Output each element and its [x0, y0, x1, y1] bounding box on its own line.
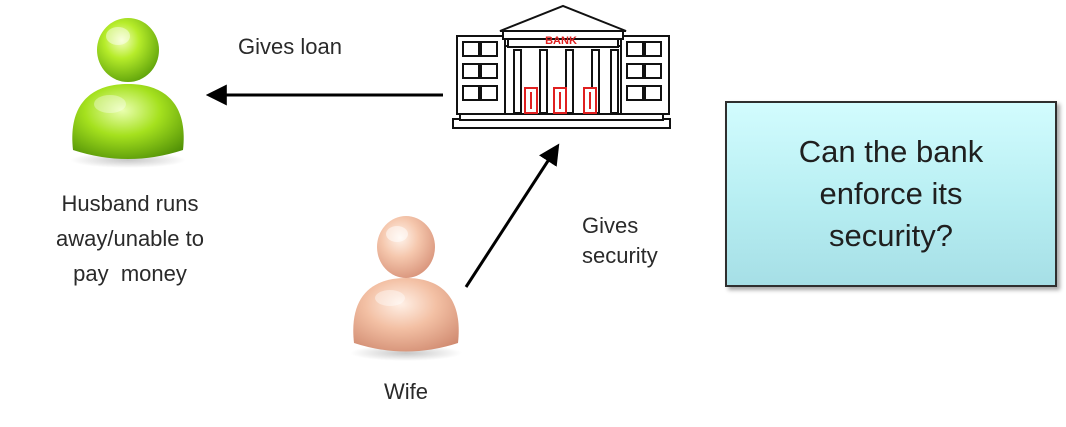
bank-building-icon [452, 4, 671, 129]
husband-person-icon [70, 18, 186, 168]
security-arrow [464, 143, 560, 288]
question-text: Can the bank enforce its security? [741, 131, 1041, 257]
husband-label: Husband runs away/unable to pay money [30, 186, 230, 291]
gives-security-label: Gives security [582, 211, 658, 271]
wife-person-icon [350, 216, 462, 361]
question-line2: enforce its [819, 176, 963, 211]
husband-label-line1: Husband runs [61, 191, 199, 216]
husband-label-line3: pay money [73, 261, 187, 286]
question-line3: security? [828, 218, 954, 253]
question-line1: Can the bank [798, 134, 984, 169]
wife-label: Wife [384, 379, 428, 404]
gives-loan-label: Gives loan [238, 34, 342, 59]
gives-security-line2: security [582, 243, 658, 268]
gives-security-line1: Gives [582, 213, 639, 238]
bank-sign: BANK [545, 35, 577, 47]
husband-label-line2: away/unable to [56, 226, 204, 251]
question-box: Can the bank enforce its security? [725, 101, 1057, 287]
